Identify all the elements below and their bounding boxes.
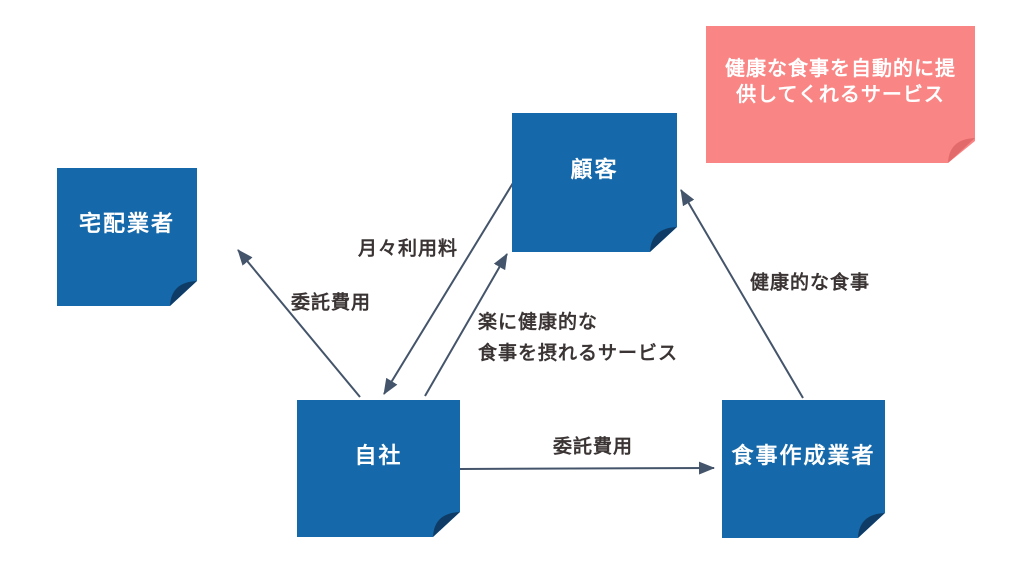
edge-label-healthy-meals: 健康的な食事 [749, 272, 871, 294]
edge-healthy-meals [680, 189, 804, 399]
node-meal-maker: 食事作成業者 [722, 400, 885, 538]
edge-label-healthy-meal-service-line-2: 食事を摂れるサービス [478, 343, 679, 364]
node-own-company: 自社 [297, 400, 460, 537]
edge-label-monthly-usage-fee: 月々利用料 [357, 238, 459, 260]
folded-corner-icon [169, 280, 197, 306]
node-own-company-label: 自社 [354, 442, 403, 468]
folded-corner-icon [649, 226, 677, 252]
edge-label-healthy-meal-service: 楽に健康的な 食事を摂れるサービス [478, 307, 678, 369]
note-line-1: 健康な食事を自動的に提 [725, 57, 956, 80]
folded-corner-icon [432, 511, 460, 537]
edge-label-outsourcing-fee-delivery: 委託費用 [290, 292, 372, 314]
edge-label-outsourcing-fee-meal-maker: 委託費用 [552, 436, 634, 458]
node-customer-label: 顧客 [570, 156, 619, 182]
edge-healthy-meal-service [424, 253, 508, 397]
node-meal-maker-label: 食事作成業者 [731, 443, 876, 468]
node-delivery-company-label: 宅配業者 [78, 211, 175, 236]
folded-corner-icon [947, 137, 975, 163]
node-customer: 顧客 [512, 113, 677, 252]
folded-corner-icon [857, 512, 885, 538]
edge-outsourcing-fee-to-delivery [237, 249, 361, 398]
edge-label-healthy-meal-service-line-1: 楽に健康的な [478, 312, 599, 333]
node-delivery-company: 宅配業者 [57, 168, 197, 306]
edge-monthly-usage-fee [383, 182, 514, 395]
edge-outsourcing-fee-to-meal-maker [459, 461, 715, 475]
note-line-2: 供してくれるサービス [736, 83, 945, 106]
service-description-note: 健康な食事を自動的に提 供してくれるサービス [706, 26, 975, 163]
